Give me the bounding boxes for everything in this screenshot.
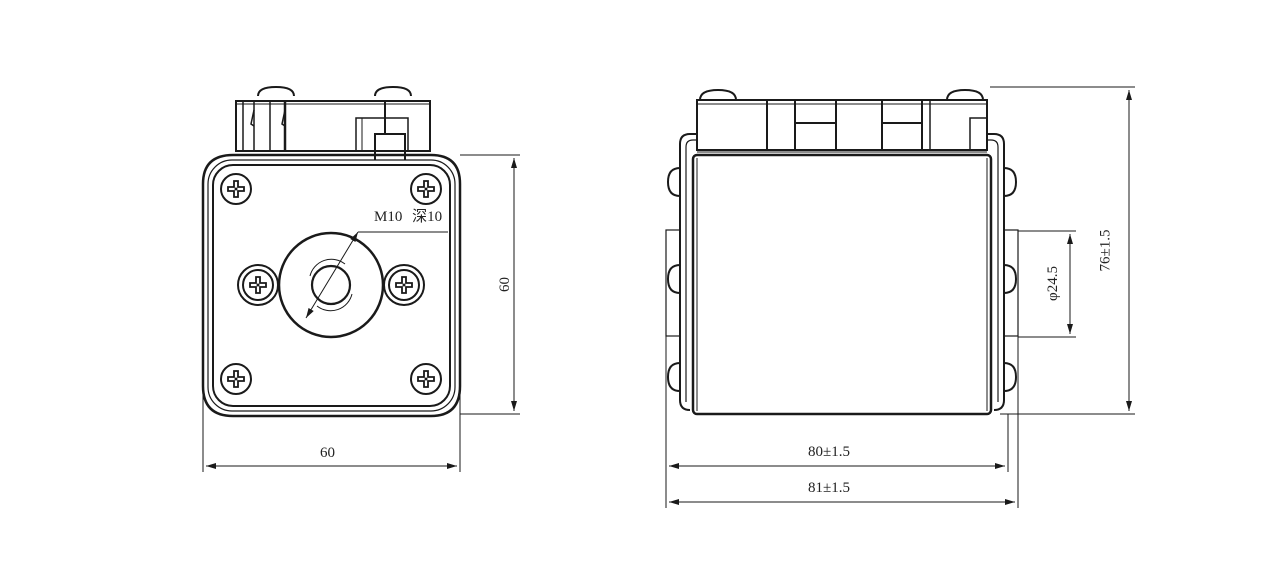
thread-size-label: M10 [374,209,403,225]
side-outer-width-dim-label: 81±1.5 [808,480,850,496]
screw-icon [410,173,442,205]
front-height-dim-label: 60 [497,277,513,292]
front-body-outline [201,153,462,418]
side-inner-width-dim-label: 80±1.5 [808,444,850,460]
thread-note: M10 深10 [374,210,442,225]
front-view [201,85,520,472]
side-view [665,86,1135,508]
thread-depth-label: 深10 [412,209,443,225]
front-width-dim-label: 60 [320,445,335,461]
screw-icon [220,363,252,395]
side-height-dim-label: 76±1.5 [1097,229,1114,272]
front-terminal-block [235,85,431,160]
terminal-boss [277,231,385,339]
terminal-diameter-dim-label: φ24.5 [1044,266,1061,301]
screw-icon [220,173,252,205]
screw-icon [410,363,442,395]
side-body [691,153,993,416]
